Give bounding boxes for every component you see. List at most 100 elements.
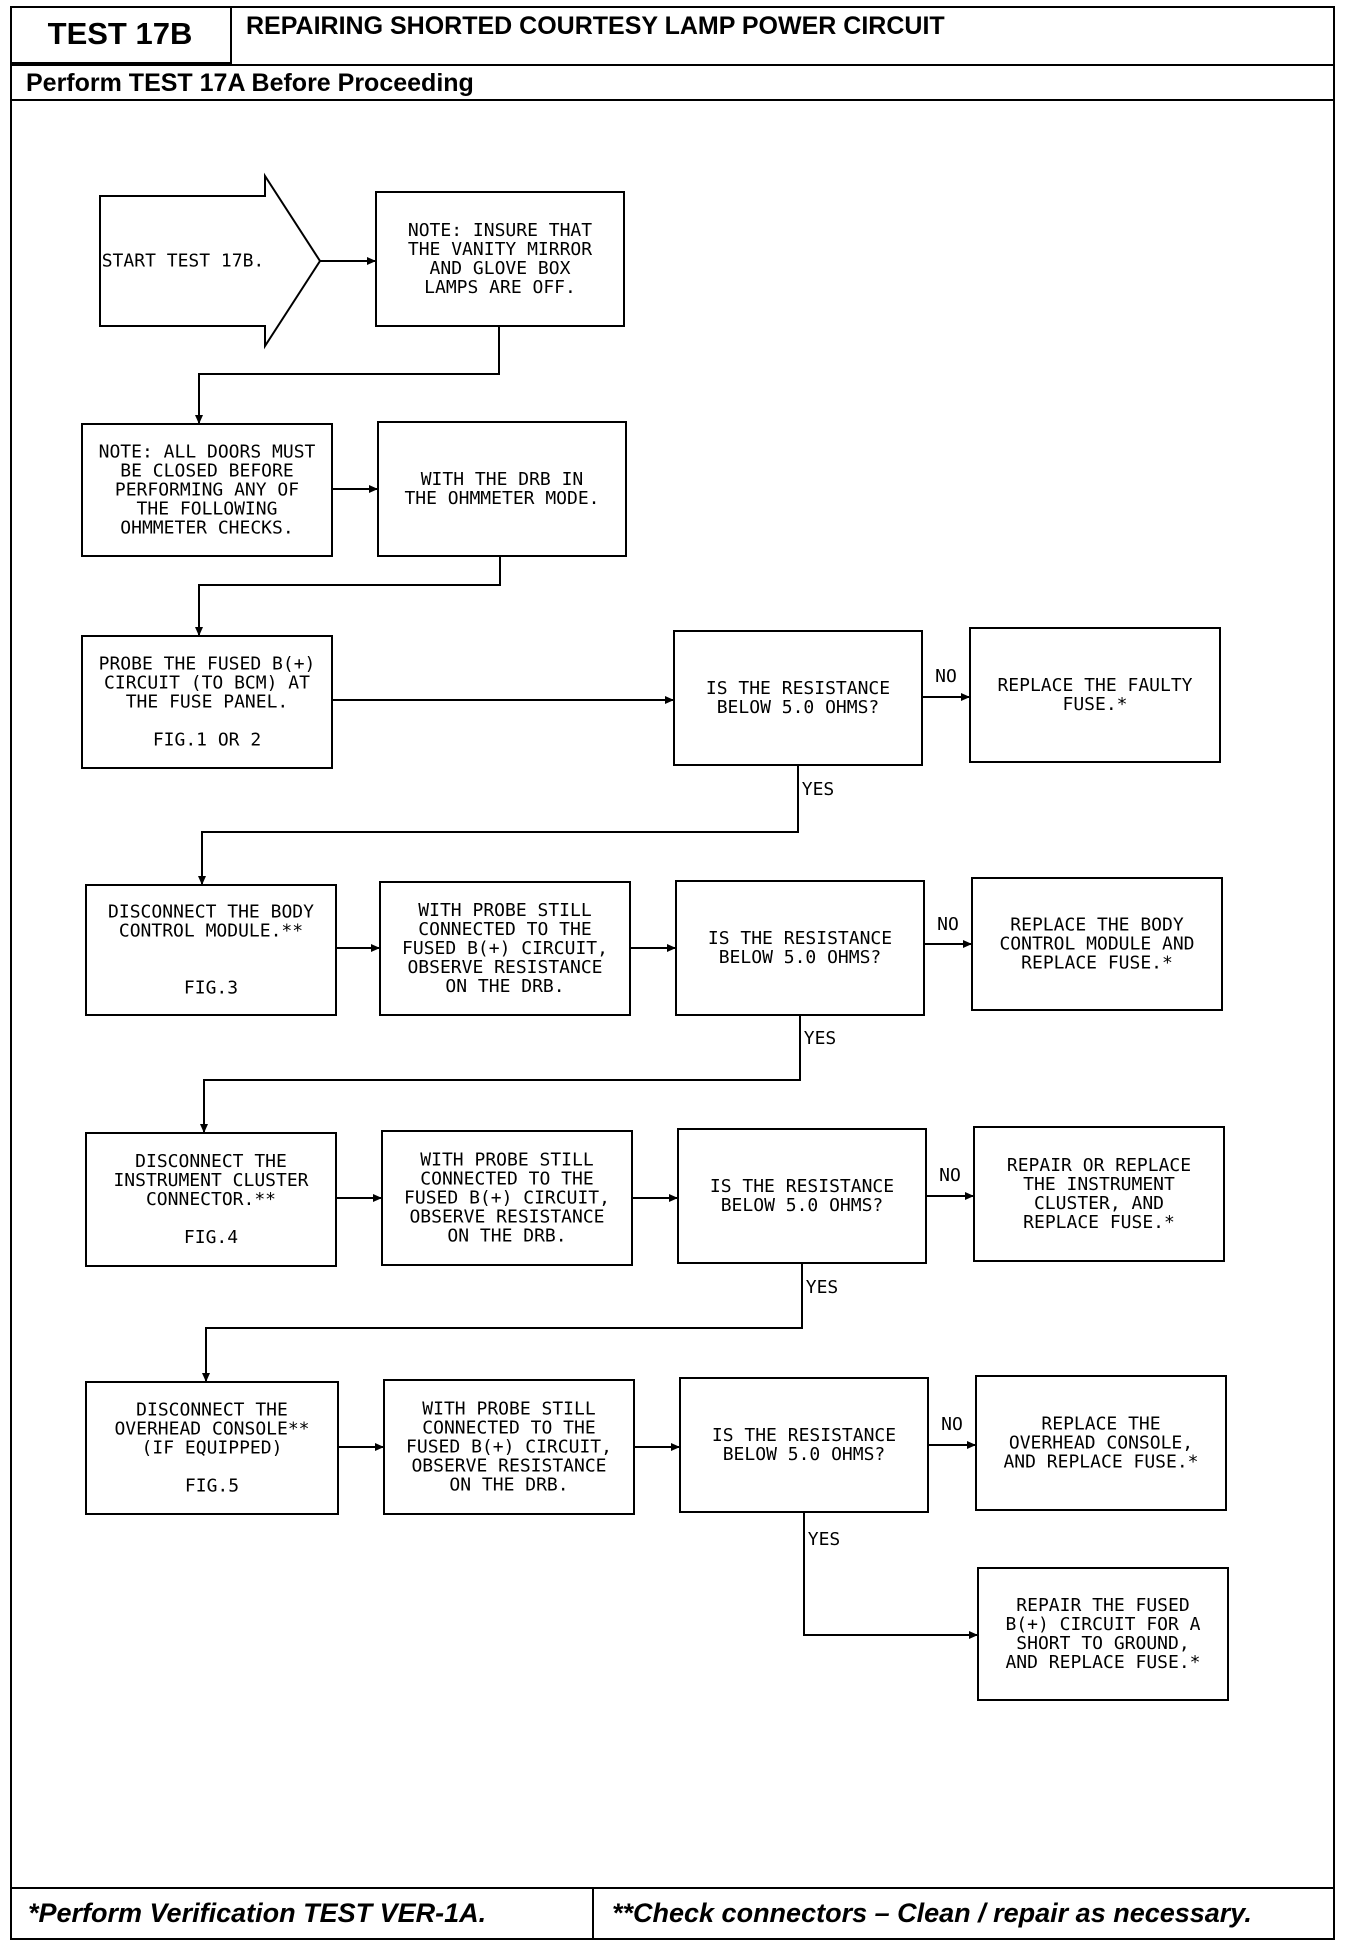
probe-still-3-line: CONNECTED TO THE <box>422 1418 595 1439</box>
decision-1-line: IS THE RESISTANCE <box>706 678 890 699</box>
disconnect-console-line: (IF EQUIPPED) <box>142 1438 283 1459</box>
footer-rule <box>10 1887 1335 1889</box>
repair-short-box <box>977 1567 1229 1701</box>
replace-bcm-line: REPLACE FUSE.* <box>1021 953 1173 974</box>
probe-still-2-line: CONNECTED TO THE <box>420 1169 593 1190</box>
decision-1-line: BELOW 5.0 OHMS? <box>717 697 880 718</box>
probe-still-2-line: ON THE DRB. <box>447 1226 566 1247</box>
probe-fused-line: PROBE THE FUSED B(+) <box>99 654 316 675</box>
page-title: REPAIRING SHORTED COURTESY LAMP POWER CI… <box>246 12 945 40</box>
disconnect-cluster-line: FIG.4 <box>184 1227 238 1248</box>
note-doors-line: THE FOLLOWING <box>137 499 278 520</box>
decision-4-box <box>679 1377 929 1513</box>
test-id: TEST 17B <box>10 6 232 64</box>
ohmmeter-mode-line: WITH THE DRB IN <box>421 469 584 490</box>
decision-2-box <box>675 880 925 1016</box>
repair-cluster-line: CLUSTER, AND <box>1034 1193 1164 1214</box>
replace-fuse-line: FUSE.* <box>1062 694 1127 715</box>
disconnect-bcm-line: FIG.3 <box>184 978 238 999</box>
repair-short-line: B(+) CIRCUIT FOR A <box>1005 1614 1200 1635</box>
probe-still-2-box <box>381 1130 633 1266</box>
decision-2-line: BELOW 5.0 OHMS? <box>719 947 882 968</box>
header-rule <box>10 64 1335 66</box>
note-doors-line: OHMMETER CHECKS. <box>120 518 293 539</box>
replace-bcm-line: REPLACE THE BODY <box>1010 915 1184 936</box>
connector-arrow <box>202 1263 803 1382</box>
footer-divider <box>592 1887 594 1940</box>
footer-verification-note: *Perform Verification TEST VER-1A. <box>28 1898 487 1928</box>
ohmmeter-mode-box <box>377 421 627 557</box>
note-mirror-line: LAMPS ARE OFF. <box>424 277 576 298</box>
probe-still-1-line: FUSED B(+) CIRCUIT, <box>402 938 608 959</box>
no-label: NO <box>937 914 959 935</box>
probe-fused-line: CIRCUIT (TO BCM) AT <box>104 673 310 694</box>
repair-cluster-line: REPAIR OR REPLACE <box>1007 1155 1191 1176</box>
replace-bcm-box <box>971 877 1223 1011</box>
disconnect-bcm-line: CONTROL MODULE.** <box>119 921 303 942</box>
connector-arrow <box>803 1512 978 1639</box>
footer-connectors-note: **Check connectors – Clean / repair as n… <box>612 1898 1252 1928</box>
probe-still-1-line: ON THE DRB. <box>445 976 564 997</box>
repair-short-line: SHORT TO GROUND, <box>1016 1633 1189 1654</box>
disconnect-console-line: OVERHEAD CONSOLE** <box>114 1419 309 1440</box>
no-label: NO <box>935 666 957 687</box>
probe-still-3-line: OBSERVE RESISTANCE <box>411 1456 606 1477</box>
no-label: NO <box>939 1165 961 1186</box>
note-doors-line: PERFORMING ANY OF <box>115 480 299 501</box>
decision-4-line: IS THE RESISTANCE <box>712 1425 896 1446</box>
connector-arrow <box>200 1015 801 1133</box>
connector-arrow <box>195 556 501 636</box>
probe-still-3-line: ON THE DRB. <box>449 1475 568 1496</box>
note-mirror-line: AND GLOVE BOX <box>430 258 571 279</box>
page-frame <box>10 6 1335 1940</box>
replace-fuse-box <box>969 627 1221 763</box>
repair-cluster-line: REPLACE FUSE.* <box>1023 1212 1175 1233</box>
replace-bcm-line: CONTROL MODULE AND <box>999 934 1194 955</box>
disconnect-bcm-line: DISCONNECT THE BODY <box>108 902 314 923</box>
start-arrow-shape <box>99 172 322 350</box>
disconnect-console-line: FIG.5 <box>185 1476 239 1497</box>
decision-2-line: IS THE RESISTANCE <box>708 928 892 949</box>
replace-console-line: REPLACE THE <box>1041 1414 1160 1435</box>
probe-still-2-line: OBSERVE RESISTANCE <box>409 1207 604 1228</box>
disconnect-bcm-box <box>85 884 337 1016</box>
no-label: NO <box>941 1414 963 1435</box>
disconnect-console-box <box>85 1381 339 1515</box>
probe-still-3-box <box>383 1379 635 1515</box>
probe-fused-line: THE FUSE PANEL. <box>126 692 289 713</box>
probe-still-3-line: WITH PROBE STILL <box>422 1399 596 1420</box>
yes-label: YES <box>804 1028 837 1049</box>
repair-cluster-line: THE INSTRUMENT <box>1023 1174 1175 1195</box>
note-mirror-line: THE VANITY MIRROR <box>408 239 592 260</box>
probe-still-2-line: FUSED B(+) CIRCUIT, <box>404 1188 610 1209</box>
replace-console-box <box>975 1375 1227 1511</box>
probe-still-3-line: FUSED B(+) CIRCUIT, <box>406 1437 612 1458</box>
probe-fused-line: FIG.1 OR 2 <box>153 730 261 751</box>
connector-arrow <box>195 326 500 424</box>
disconnect-cluster-line: CONNECTOR.** <box>146 1189 276 1210</box>
note-doors-line: BE CLOSED BEFORE <box>120 461 293 482</box>
ohmmeter-mode-line: THE OHMMETER MODE. <box>404 488 599 509</box>
disconnect-cluster-line: INSTRUMENT CLUSTER <box>113 1170 308 1191</box>
decision-4-line: BELOW 5.0 OHMS? <box>723 1444 886 1465</box>
start-arrow-line: START TEST 17B. <box>102 251 265 272</box>
yes-label: YES <box>802 779 835 800</box>
decision-3-box <box>677 1128 927 1264</box>
disconnect-console-line: DISCONNECT THE <box>136 1400 288 1421</box>
repair-short-line: AND REPLACE FUSE.* <box>1005 1652 1200 1673</box>
decision-3-line: BELOW 5.0 OHMS? <box>721 1195 884 1216</box>
repair-cluster-box <box>973 1126 1225 1262</box>
decision-3-line: IS THE RESISTANCE <box>710 1176 894 1197</box>
note-mirror-box <box>375 191 625 327</box>
note-doors-line: NOTE: ALL DOORS MUST <box>99 442 316 463</box>
replace-fuse-line: REPLACE THE FAULTY <box>997 675 1192 696</box>
yes-label: YES <box>808 1529 841 1550</box>
probe-still-1-line: OBSERVE RESISTANCE <box>407 957 602 978</box>
prerequisite-note: Perform TEST 17A Before Proceeding <box>26 69 474 97</box>
decision-1-box <box>673 630 923 766</box>
replace-console-line: OVERHEAD CONSOLE, <box>1009 1433 1193 1454</box>
probe-still-1-line: WITH PROBE STILL <box>418 900 592 921</box>
probe-fused-box <box>81 635 333 769</box>
